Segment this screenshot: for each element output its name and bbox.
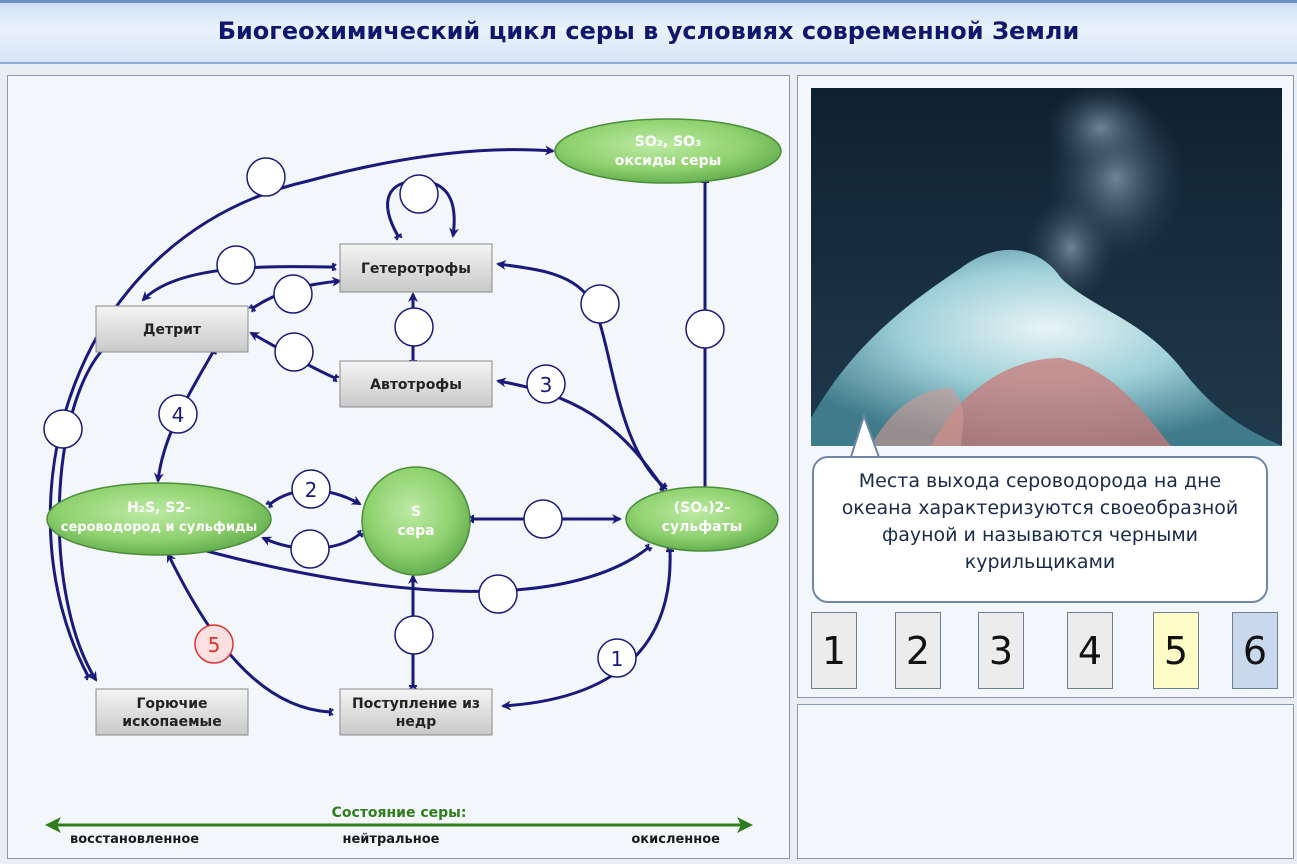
answer-circle-empty[interactable] bbox=[399, 174, 439, 214]
detritus-label: Детрит bbox=[143, 322, 202, 338]
sulfates-formula: (SO₄)2- bbox=[674, 500, 731, 516]
answer-circle-empty[interactable] bbox=[580, 284, 620, 324]
node-interior[interactable]: Поступление из недр bbox=[339, 688, 493, 736]
answer-circle-empty[interactable] bbox=[394, 615, 434, 655]
autotrophs-label: Автотрофы bbox=[370, 377, 462, 393]
number-button-6[interactable]: 6 bbox=[1232, 612, 1278, 689]
black-smoker-photo bbox=[811, 88, 1282, 446]
answer-circle-empty[interactable] bbox=[290, 529, 330, 569]
arrow-sulfates-to-heterotrophs bbox=[496, 260, 668, 491]
answer-circle-2[interactable]: 2 bbox=[291, 469, 331, 509]
oxidation-scale: Состояние серы: восстановленное нейтраль… bbox=[45, 805, 753, 847]
answer-circle-4-label: 4 bbox=[172, 403, 185, 427]
number-button-5[interactable]: 5 bbox=[1153, 612, 1199, 689]
answer-circle-empty[interactable] bbox=[246, 157, 286, 197]
scale-left: восстановленное bbox=[70, 832, 199, 847]
interior-line2: недр bbox=[396, 714, 437, 730]
node-sulfates[interactable]: (SO₄)2- сульфаты bbox=[625, 486, 779, 552]
image-panel: Места выхода сероводорода на дне океана … bbox=[797, 75, 1294, 698]
info-bubble-text: Места выхода сероводорода на дне океана … bbox=[841, 470, 1239, 573]
node-fossil-fuels[interactable]: Горючие ископаемые bbox=[95, 688, 249, 736]
diagram-panel: SO₂, SO₃ оксиды серы Гетеротрофы Детрит … bbox=[7, 75, 790, 859]
answer-circle-empty[interactable] bbox=[43, 409, 83, 449]
number-button-2[interactable]: 2 bbox=[895, 612, 941, 689]
scale-title: Состояние серы: bbox=[332, 805, 467, 821]
answer-circle-empty[interactable] bbox=[216, 245, 256, 285]
sulfides-label: сероводород и сульфиды bbox=[61, 520, 257, 535]
answer-circle-empty[interactable] bbox=[685, 309, 725, 349]
arrow-fossils-to-oxides bbox=[48, 145, 555, 681]
page-title: Биогеохимический цикл серы в условиях со… bbox=[217, 17, 1080, 45]
node-sulfur[interactable]: S сера bbox=[361, 466, 471, 576]
number-button-1[interactable]: 1 bbox=[811, 612, 857, 689]
arrow-sulfates-to-autotrophs bbox=[496, 377, 668, 493]
node-autotrophs[interactable]: Автотрофы bbox=[339, 360, 493, 408]
sulfur-cycle-diagram: SO₂, SO₃ оксиды серы Гетеротрофы Детрит … bbox=[43, 118, 782, 847]
answer-circle-empty[interactable] bbox=[478, 574, 518, 614]
fossils-line2: ископаемые bbox=[122, 714, 221, 730]
number-button-4[interactable]: 4 bbox=[1067, 612, 1113, 689]
info-bubble: Места выхода сероводорода на дне океана … bbox=[812, 456, 1268, 603]
node-detritus[interactable]: Детрит bbox=[95, 305, 249, 353]
answer-circle-3-label: 3 bbox=[540, 373, 553, 397]
number-button-3[interactable]: 3 bbox=[978, 612, 1024, 689]
answer-circle-5[interactable]: 5 bbox=[194, 624, 234, 664]
node-oxides[interactable]: SO₂, SO₃ оксиды серы bbox=[554, 118, 782, 184]
sulfur-symbol: S bbox=[411, 504, 421, 520]
answer-circle-3[interactable]: 3 bbox=[526, 364, 566, 404]
answer-panel bbox=[797, 704, 1294, 859]
answer-circle-empty[interactable] bbox=[273, 274, 313, 314]
sulfides-formula: H₂S, S2- bbox=[127, 500, 191, 516]
node-sulfides[interactable]: H₂S, S2- сероводород и сульфиды bbox=[46, 482, 272, 556]
answer-circle-4[interactable]: 4 bbox=[158, 394, 198, 434]
arrow-sulfates-to-interior bbox=[501, 547, 675, 711]
header-bar: Биогеохимический цикл серы в условиях со… bbox=[0, 0, 1297, 64]
answer-circle-empty[interactable] bbox=[523, 499, 563, 539]
answer-circle-1[interactable]: 1 bbox=[597, 638, 637, 678]
fossils-line1: Горючие bbox=[136, 696, 207, 712]
sulfur-label: сера bbox=[397, 523, 434, 539]
answer-circle-2-label: 2 bbox=[305, 478, 318, 502]
answer-circle-empty[interactable] bbox=[274, 332, 314, 372]
interior-line1: Поступление из bbox=[352, 696, 480, 712]
answer-circle-1-label: 1 bbox=[611, 647, 624, 671]
node-heterotrophs[interactable]: Гетеротрофы bbox=[339, 243, 493, 293]
heterotrophs-label: Гетеротрофы bbox=[361, 261, 471, 277]
oxides-label: оксиды серы bbox=[615, 153, 722, 169]
answer-circle-empty[interactable] bbox=[394, 307, 434, 347]
arrow-interior-to-sulfides bbox=[166, 552, 334, 717]
scale-middle: нейтральное bbox=[343, 832, 440, 847]
answer-circle-5-label: 5 bbox=[208, 633, 221, 657]
sulfates-label: сульфаты bbox=[662, 519, 743, 535]
oxides-formula: SO₂, SO₃ bbox=[635, 134, 701, 150]
scale-right: окисленное bbox=[631, 832, 720, 847]
bubble-tail bbox=[848, 414, 882, 460]
